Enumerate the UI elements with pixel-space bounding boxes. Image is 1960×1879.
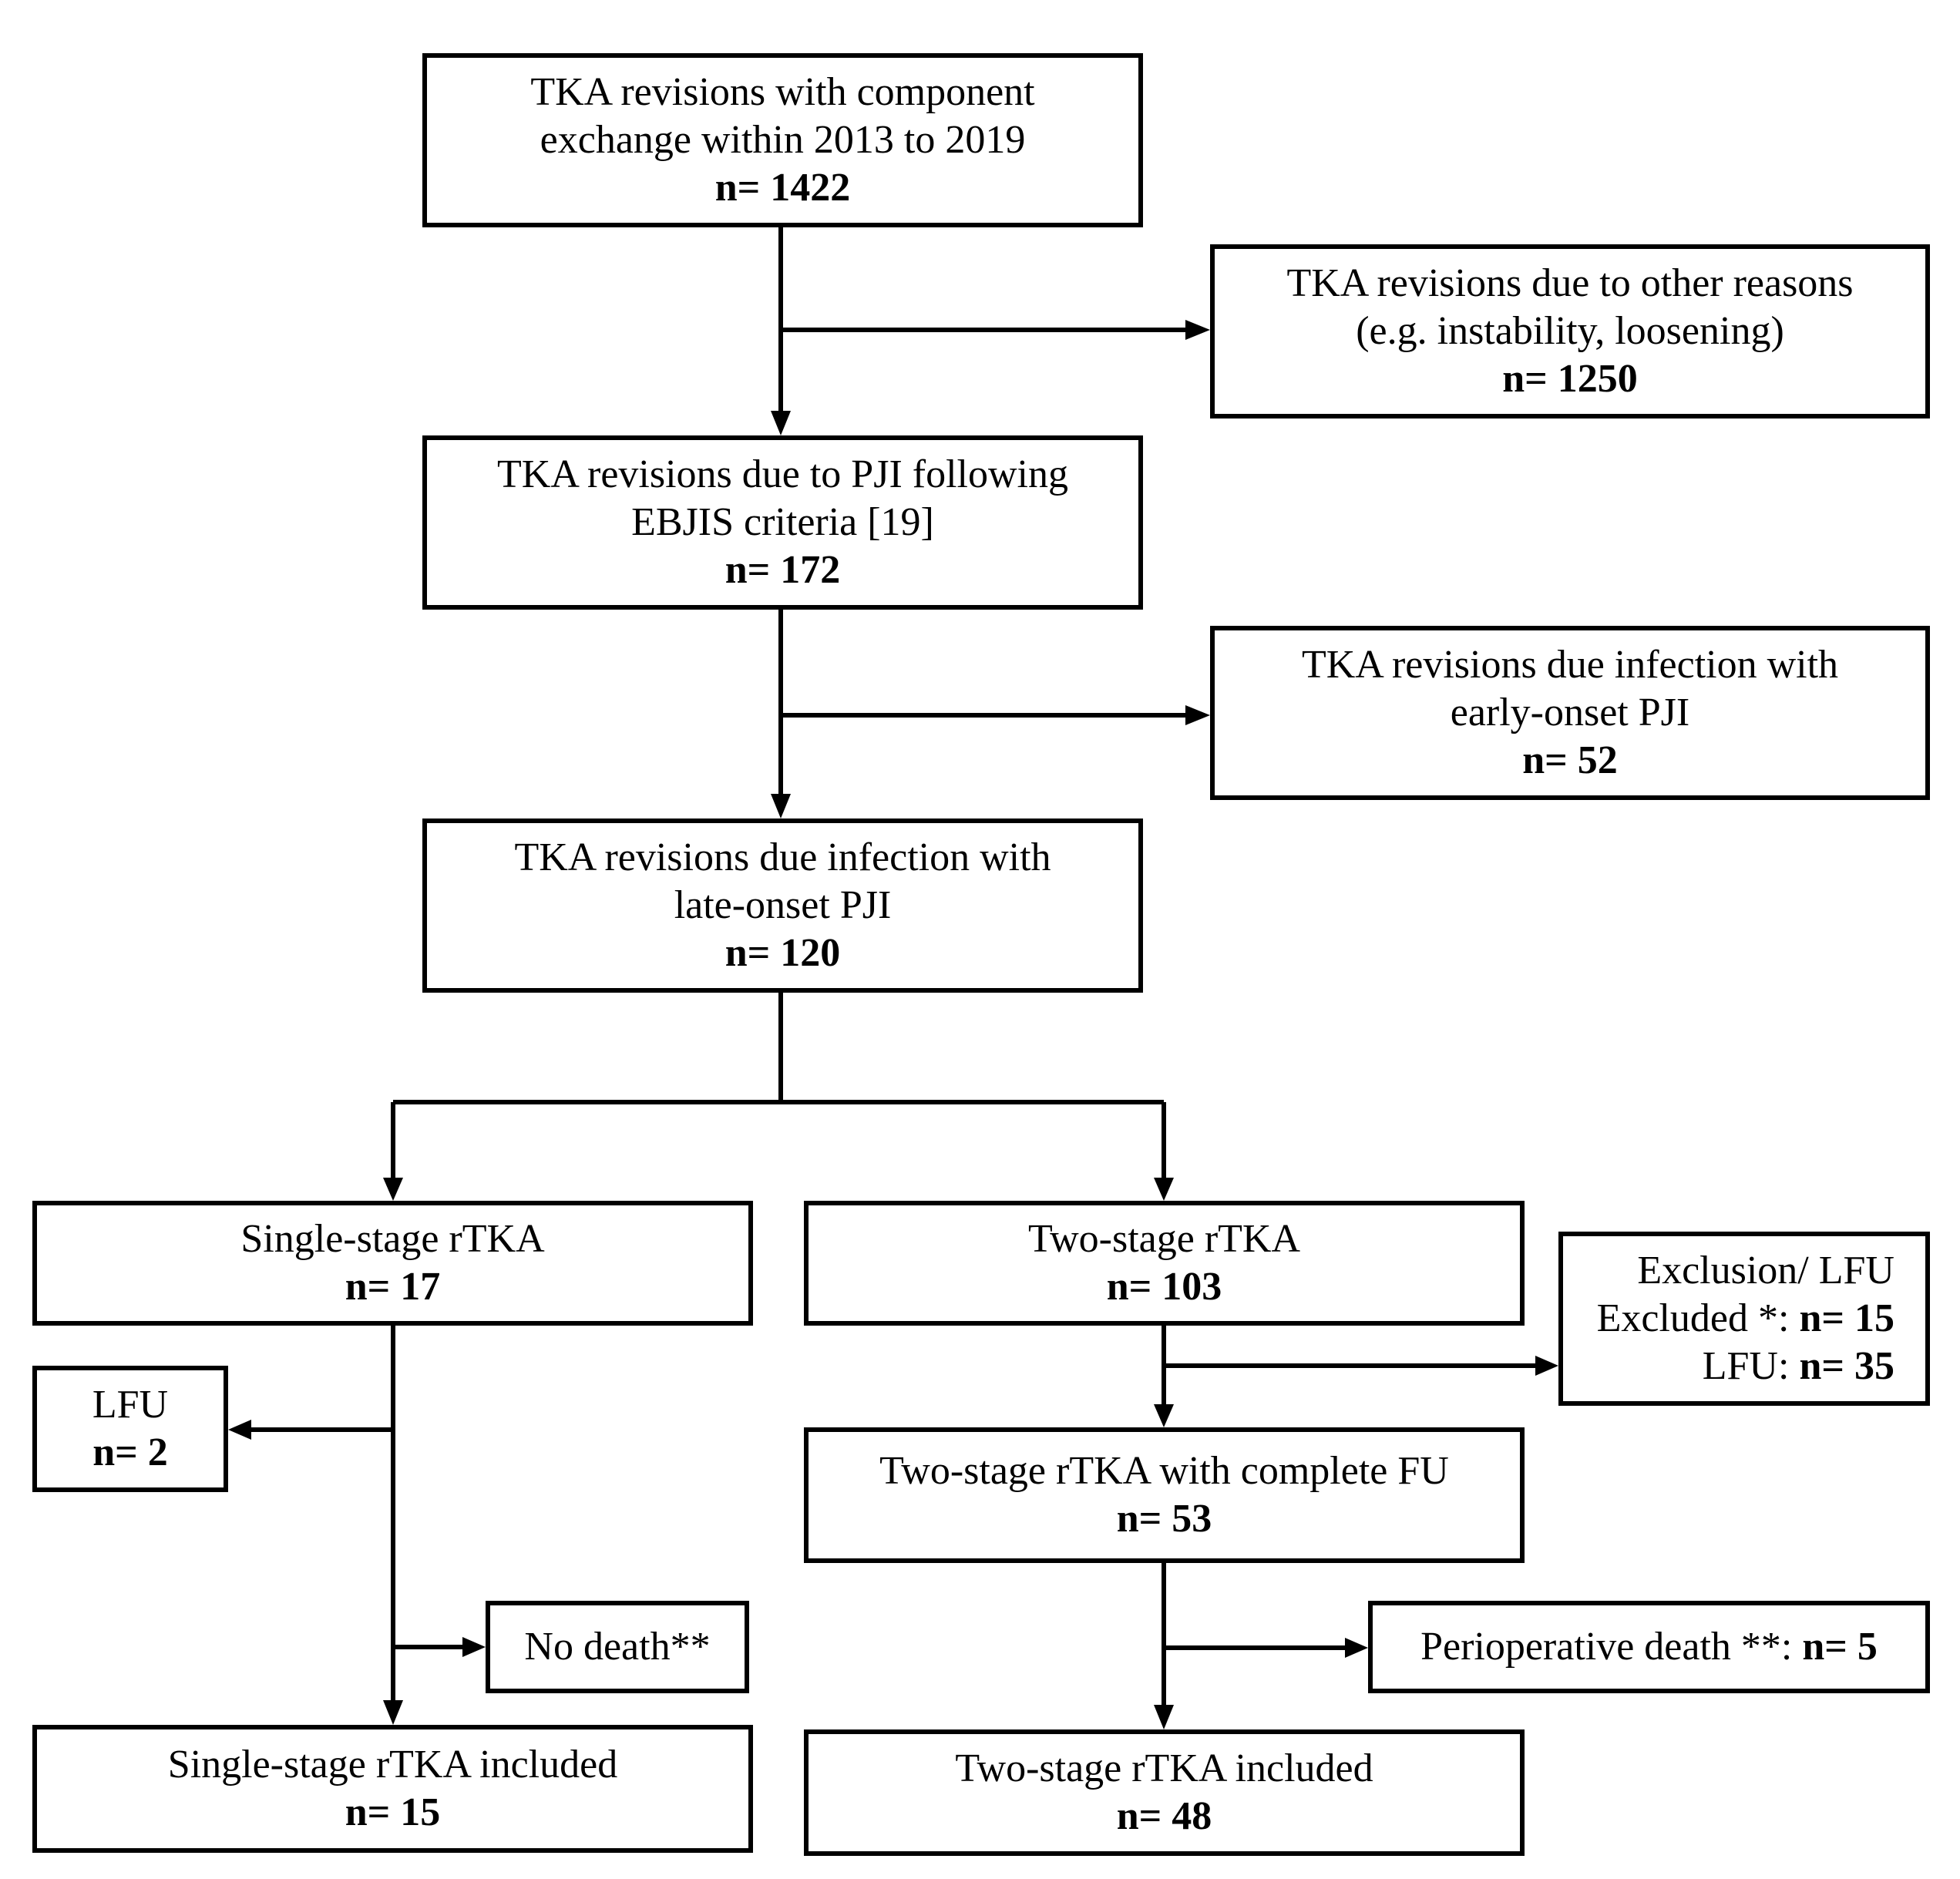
arrowhead-complete — [1154, 1404, 1174, 1427]
pji-line2: EBJIS criteria [19] — [631, 500, 934, 544]
two-stage-count: n= 103 — [1106, 1265, 1222, 1309]
arrowhead-exclusion — [1535, 1356, 1558, 1376]
total-line2: exchange within 2013 to 2019 — [540, 118, 1026, 162]
arrowhead-late — [771, 794, 791, 818]
box-perioperative-death: Perioperative death **: n= 5 — [1368, 1601, 1930, 1693]
arrowhead-no-death — [462, 1637, 486, 1657]
early-onset-line2: early-onset PJI — [1450, 691, 1690, 734]
excluded-label: Excluded *: — [1596, 1296, 1800, 1340]
box-two-stage-complete: Two-stage rTKA with complete FU n= 53 — [804, 1427, 1525, 1563]
perioperative-death-label: Perioperative death **: — [1420, 1625, 1803, 1669]
two-included-line1: Two-stage rTKA included — [955, 1746, 1373, 1790]
box-single-stage: Single-stage rTKA n= 17 — [32, 1201, 753, 1326]
box-total-revisions: TKA revisions with component exchange wi… — [422, 53, 1143, 227]
single-included-count: n= 15 — [345, 1790, 441, 1834]
early-onset-count: n= 52 — [1522, 738, 1618, 782]
other-reasons-line2: (e.g. instability, loosening) — [1356, 309, 1784, 353]
box-other-reasons: TKA revisions due to other reasons (e.g.… — [1210, 244, 1930, 418]
arrowhead-perioperative-death — [1345, 1638, 1368, 1658]
single-included-line1: Single-stage rTKA included — [167, 1743, 618, 1787]
arrowhead-lfu-single — [228, 1420, 251, 1440]
box-two-included: Two-stage rTKA included n= 48 — [804, 1729, 1525, 1856]
single-stage-line1: Single-stage rTKA — [240, 1217, 545, 1261]
arrowhead-other-reasons — [1185, 320, 1210, 340]
late-onset-line2: late-onset PJI — [674, 883, 892, 927]
exclusion-lfu-line: LFU: n= 35 — [1703, 1343, 1894, 1390]
late-onset-count: n= 120 — [724, 931, 841, 975]
box-single-included: Single-stage rTKA included n= 15 — [32, 1725, 753, 1853]
box-pji-revisions: TKA revisions due to PJI following EBJIS… — [422, 435, 1143, 610]
box-late-onset: TKA revisions due infection with late-on… — [422, 818, 1143, 993]
box-exclusion-lfu: Exclusion/ LFU Excluded *: n= 15 LFU: n=… — [1558, 1232, 1930, 1406]
no-death-line1: No death** — [524, 1625, 711, 1669]
exclusion-title: Exclusion/ LFU — [1637, 1249, 1894, 1292]
late-onset-line1: TKA revisions due infection with — [514, 835, 1051, 879]
lfu-single-count: n= 2 — [92, 1430, 168, 1474]
exclusion-excluded-line: Excluded *: n= 15 — [1597, 1295, 1894, 1343]
box-lfu-single: LFU n= 2 — [32, 1366, 228, 1492]
arrowhead-pji — [771, 411, 791, 435]
single-stage-count: n= 17 — [345, 1265, 441, 1309]
lfu-single-line1: LFU — [92, 1383, 169, 1427]
two-stage-line1: Two-stage rTKA — [1027, 1217, 1301, 1261]
two-included-count: n= 48 — [1116, 1794, 1212, 1838]
lfu-label: LFU: — [1702, 1344, 1800, 1388]
pji-line1: TKA revisions due to PJI following — [497, 452, 1068, 496]
total-line1: TKA revisions with component — [530, 70, 1035, 114]
pji-count: n= 172 — [724, 548, 841, 592]
arrowhead-single-included — [383, 1700, 403, 1725]
arrowhead-two-included — [1154, 1705, 1174, 1729]
perioperative-death-count: n= 5 — [1802, 1625, 1878, 1669]
arrowhead-two-stage — [1154, 1178, 1174, 1201]
excluded-count: n= 15 — [1799, 1296, 1894, 1340]
other-reasons-count: n= 1250 — [1502, 357, 1638, 401]
two-stage-complete-count: n= 53 — [1116, 1497, 1212, 1541]
other-reasons-line1: TKA revisions due to other reasons — [1286, 261, 1854, 305]
two-stage-complete-line1: Two-stage rTKA with complete FU — [879, 1449, 1449, 1493]
box-two-stage: Two-stage rTKA n= 103 — [804, 1201, 1525, 1326]
total-count: n= 1422 — [714, 166, 851, 210]
arrowhead-early-onset — [1185, 705, 1210, 725]
early-onset-line1: TKA revisions due infection with — [1301, 643, 1839, 687]
box-early-onset: TKA revisions due infection with early-o… — [1210, 626, 1930, 800]
lfu-count: n= 35 — [1799, 1344, 1894, 1388]
arrowhead-single-stage — [383, 1178, 403, 1201]
box-no-death: No death** — [486, 1601, 749, 1693]
